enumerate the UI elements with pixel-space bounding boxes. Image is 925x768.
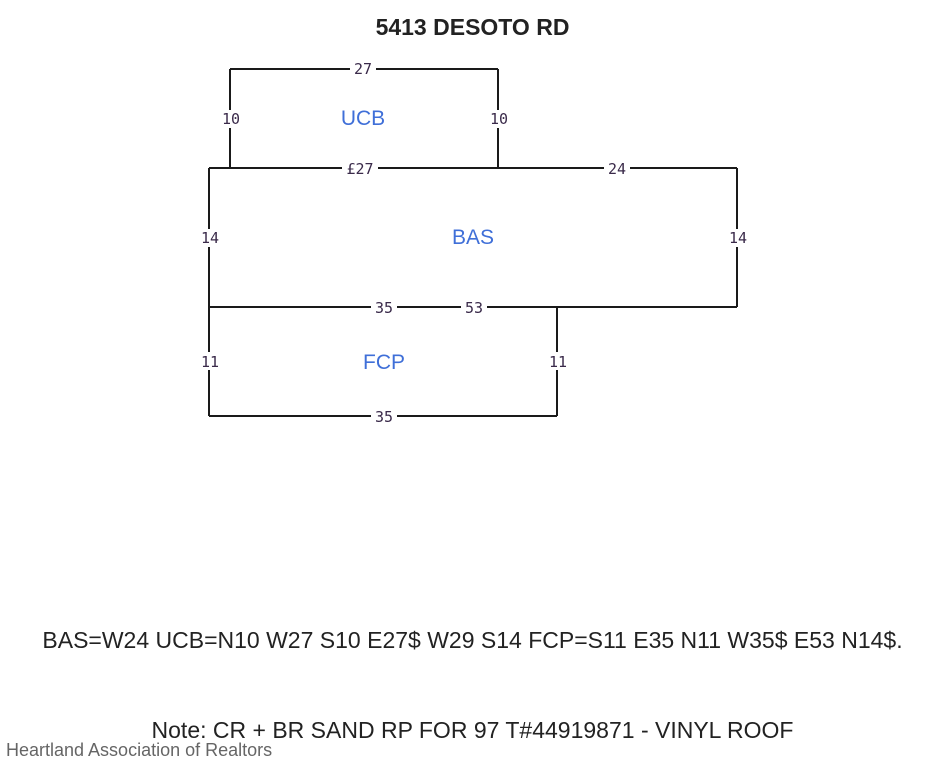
dim-bas-right: 14	[729, 229, 747, 247]
calculation-text: BAS=W24 UCB=N10 W27 S10 E27$ W29 S14 FCP…	[42, 627, 903, 653]
watermark-text: Heartland Association of Realtors	[6, 740, 273, 760]
dim-ucb-right: 10	[490, 110, 508, 128]
dim-ucb-bottom: £27	[346, 160, 373, 178]
area-label-fcp: FCP	[363, 351, 405, 374]
note-text: Note: CR + BR SAND RP FOR 97 T#44919871 …	[151, 717, 794, 743]
dim-bas-bottom-mid: 53	[465, 299, 483, 317]
floor-plan-sketch: 27 10 10 £27 24 14 14 35 53 11 11 35 UCB…	[200, 60, 748, 426]
dim-fcp-right: 11	[549, 353, 567, 371]
dim-bas-left: 14	[201, 229, 219, 247]
area-label-bas: BAS	[452, 226, 494, 249]
dim-bas-bottom-left: 35	[375, 299, 393, 317]
dim-bas-top-right: 24	[608, 160, 626, 178]
dim-ucb-left: 10	[222, 110, 240, 128]
dim-fcp-left: 11	[201, 353, 219, 371]
page-title: 5413 DESOTO RD	[375, 14, 570, 40]
dim-fcp-bottom: 35	[375, 408, 393, 426]
dim-ucb-top: 27	[354, 60, 372, 78]
area-label-ucb: UCB	[341, 107, 385, 130]
